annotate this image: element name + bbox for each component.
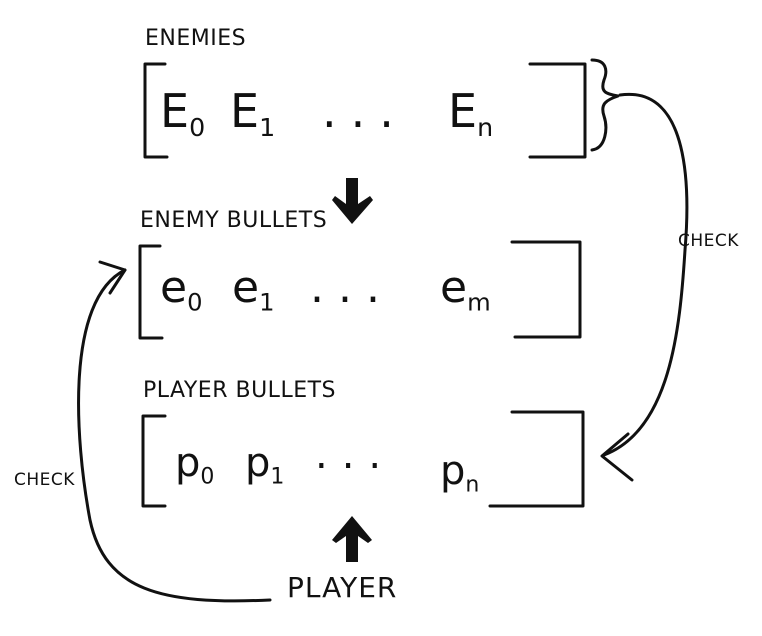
enemy-item-1: E1 [230,84,276,142]
check-left-arrowhead [98,260,127,295]
check-left-curve [77,268,272,603]
check-right-arrowhead [600,432,634,482]
enemy-bullets-ellipsis: ... [310,262,394,313]
player-bullet-item-n: pn [440,448,480,498]
enemy-bullets-bracket-right [510,240,582,339]
player-bullets-heading: PLAYER BULLETS [143,378,337,403]
player-bullets-ellipsis: ... [315,432,396,478]
player-bullet-item-0: p0 [175,440,215,490]
up-arrow [332,516,372,562]
enemy-bullet-item-1: e1 [232,262,275,317]
enemies-bracket-left [143,62,169,159]
player-bullets-bracket-left [141,414,167,508]
check-left-label: CHECK [14,470,75,490]
check-right-label: CHECK [678,231,739,251]
enemy-bullet-item-0: e0 [160,262,203,317]
enemy-item-n: En [448,84,494,142]
down-arrow [332,178,373,224]
enemies-bracket-right [528,62,587,159]
enemy-bullet-item-m: em [440,262,491,317]
enemy-bullets-bracket-left [138,244,164,340]
enemy-bullets-heading: ENEMY BULLETS [140,208,328,233]
player-label: PLAYER [287,571,398,604]
player-bullet-item-1: p1 [245,440,285,490]
enemies-curly-brace [590,58,620,152]
enemies-ellipsis: ... [322,84,408,138]
enemy-item-0: E0 [160,84,206,142]
player-bullets-bracket-right [488,410,585,508]
check-right-curve [602,92,689,457]
enemies-heading: ENEMIES [145,26,247,51]
